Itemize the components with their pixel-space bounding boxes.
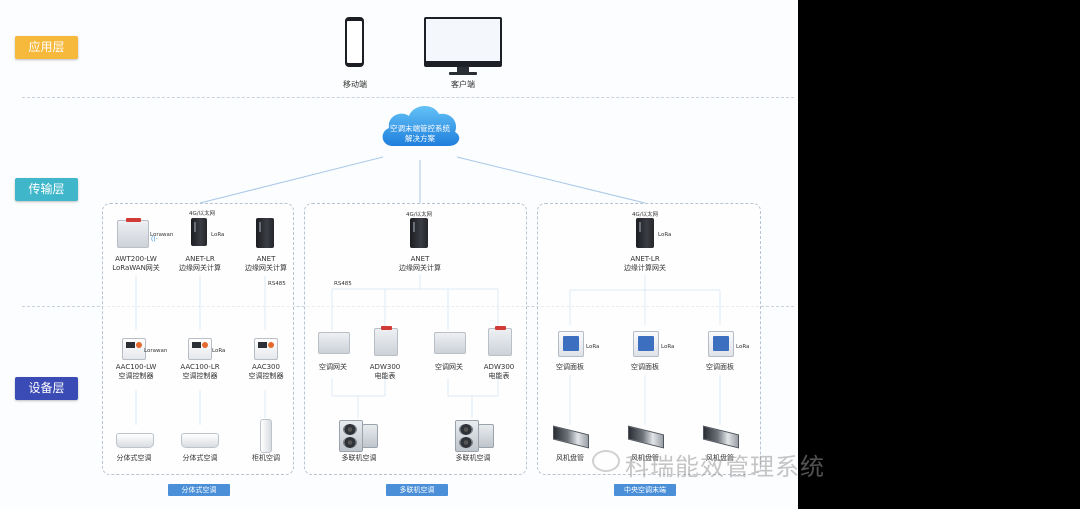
awt200-gateway-device [117,218,149,248]
aac100-lw-model-label: AAC100-LW [115,363,157,371]
fan-coil-label-3: 风机盘管 [706,454,734,462]
multi-4g-label: 4G/以太网 [406,212,433,218]
layer-device-tag: 设备层 [15,377,78,400]
cabinet-ac-unit [260,419,272,453]
central-anet-lr-gateway-device [636,218,654,248]
split-ac-label-2: 分体式空调 [182,454,218,462]
vrf-outdoor-unit-2 [455,420,479,452]
split-4g-label: 4G/以太网 [189,211,216,217]
monitor-stand [457,67,469,72]
layer-app-tag: 应用层 [15,36,78,59]
anet-lr-model-label: ANET-LR [185,255,215,263]
split-ac-unit-1 [116,433,154,448]
ac-gateway-device-2 [434,332,466,354]
awt200-type-label: LoRaWAN网关 [112,264,160,272]
split-group-footer: 分体式空调 [168,484,230,496]
watermark-text: 科瑞能效管理系统 [625,453,825,481]
anet-model-label: ANET [256,255,276,263]
layer-transport-tag: 传输层 [15,178,78,201]
cloud-title-line2: 解决方案 [405,134,435,143]
adw300-type-label-1: 电能表 [374,372,396,380]
multi-anet-model-label: ANET [410,255,430,263]
aac100-lr-controller-device [188,338,212,360]
adw300-meter-device-1 [374,326,398,356]
vrf-outdoor-unit-1 [339,420,363,452]
desktop-monitor-icon [424,17,502,67]
split-rs485-label: RS485 [268,281,286,287]
vrf-label-1: 多联机空调 [341,454,377,462]
aac300-controller-device [254,338,278,360]
cloud-title-line1: 空调末端管控系统 [390,124,450,133]
controller-lorawan-tag: Lorawan [144,348,168,354]
panel-lora-tag-2: LoRa [661,344,675,350]
multi-anet-gateway-device [410,218,428,248]
split-lora-tag: LoRa [211,232,225,238]
central-lora-tag: LoRa [658,232,672,238]
cloud-icon [382,105,460,146]
ac-gateway-label-1: 空调网关 [319,363,347,371]
thermostat-label-2: 空调面板 [631,363,659,371]
aac300-model-label: AAC300 [252,363,280,371]
aac100-lr-type-label: 空调控制器 [182,372,218,380]
panel-lora-tag-3: LoRa [736,344,750,350]
separator-app [22,97,794,98]
cabinet-ac-label: 柜机空调 [252,454,280,462]
aac100-lw-type-label: 空调控制器 [118,372,154,380]
central-group-footer: 中央空调末端 [614,484,676,496]
panel-lora-tag-1: LoRa [586,344,600,350]
ac-gateway-label-2: 空调网关 [435,363,463,371]
multi-rs485-label: RS485 [334,281,352,287]
mobile-label: 移动端 [343,80,367,89]
thermostat-panel-2 [633,331,659,357]
awt200-model-label: AWT200-LW [115,255,157,263]
adw300-meter-device-2 [488,326,512,356]
split-ac-label-1: 分体式空调 [116,454,152,462]
anet-type-label: 边缘网关计算 [245,264,287,272]
adw300-type-label-2: 电能表 [488,372,510,380]
vrf-outdoor-unit-1b [362,424,378,448]
multi-group-footer: 多联机空调 [386,484,448,496]
central-gateway-type-label: 边缘计算网关 [624,264,666,272]
split-ac-unit-2 [181,433,219,448]
anet-lr-gateway-device [191,218,207,246]
ac-gateway-device-1 [318,332,350,354]
vrf-outdoor-unit-2b [478,424,494,448]
link-cloud-central [456,156,646,204]
fan-coil-label-1: 风机盘管 [556,454,584,462]
aac100-lw-controller-device [122,338,146,360]
client-label: 客户端 [451,80,475,89]
central-gateway-model-label: ANET-LR [630,255,660,263]
thermostat-panel-3 [708,331,734,357]
central-4g-label: 4G/以太网 [632,212,659,218]
thermostat-label-3: 空调面板 [706,363,734,371]
link-cloud-split [199,156,384,204]
thermostat-label-1: 空调面板 [556,363,584,371]
fan-coil-label-2: 风机盘管 [631,454,659,462]
thermostat-panel-1 [558,331,584,357]
aac300-type-label: 空调控制器 [248,372,284,380]
split-lorawan-tag: Lorawan [150,232,174,238]
multi-anet-type-label: 边缘网关计算 [399,264,441,272]
mobile-phone-icon [345,17,364,67]
aac100-lr-model-label: AAC100-LR [180,363,220,371]
adw300-model-label-1: ADW300 [369,363,401,371]
monitor-base [449,72,477,75]
controller-lora-tag: LoRa [212,348,226,354]
anet-gateway-device [256,218,274,248]
adw300-model-label-2: ADW300 [483,363,515,371]
vrf-label-2: 多联机空调 [455,454,491,462]
watermark-logo-icon [592,450,620,472]
anet-lr-type-label: 边缘网关计算 [179,264,221,272]
wireless-icon: ((· [151,236,158,243]
